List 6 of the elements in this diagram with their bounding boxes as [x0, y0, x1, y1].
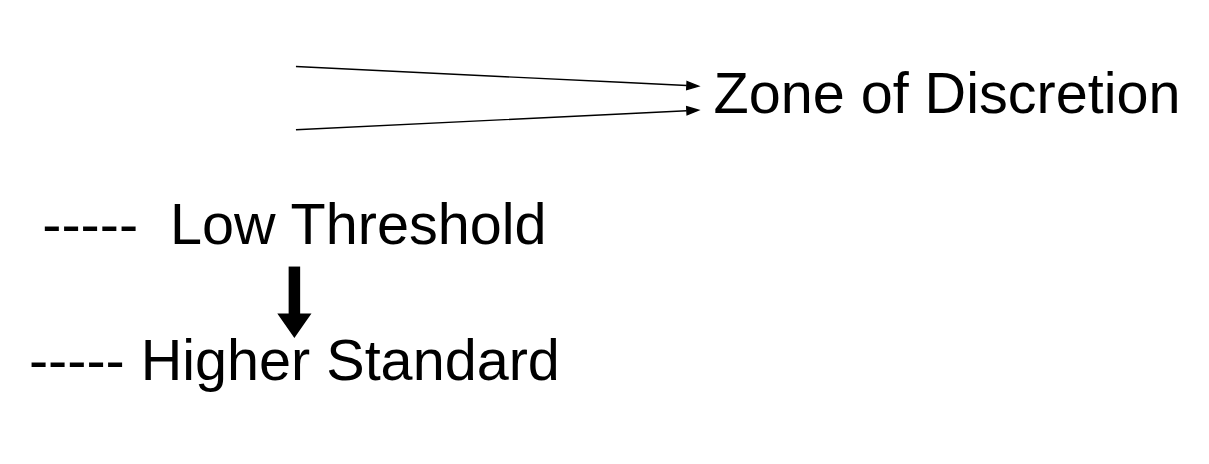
node-text: ----- Higher Standard: [28, 328, 560, 393]
arrow: [295, 105, 701, 131]
arrow: [295, 65, 701, 91]
node-text: ----- Low Threshold: [42, 191, 547, 256]
node-text: Zone of Discretion: [713, 60, 1181, 125]
arrow: [277, 266, 312, 338]
